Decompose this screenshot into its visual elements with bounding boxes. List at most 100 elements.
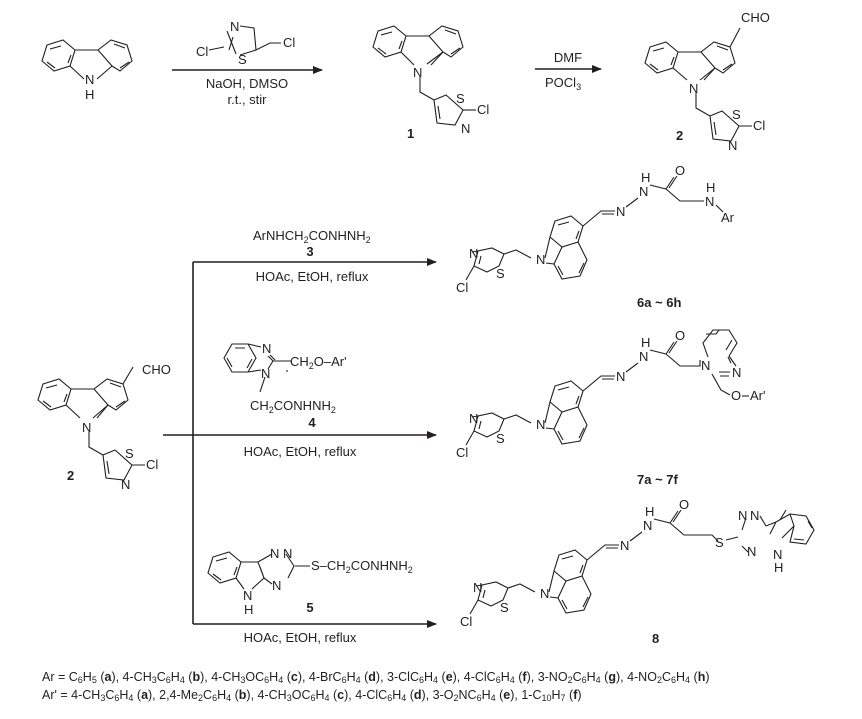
formula-part: H — [217, 688, 227, 702]
formula-sub: 4 — [128, 693, 134, 703]
formula-sub: 2 — [346, 565, 351, 575]
product-7-tail: N N O Ar' — [694, 329, 765, 403]
atom-o: O — [675, 163, 685, 178]
atom-n: N — [261, 366, 270, 381]
substituent-code: d — [368, 670, 376, 684]
atom-n: N — [469, 246, 478, 261]
substituent-code: h — [697, 670, 706, 684]
formula-sub: 6 — [387, 693, 393, 703]
formula-part: ArNHCH — [253, 228, 304, 243]
formula-sub: 4 — [355, 675, 361, 685]
atom-s: S — [715, 535, 724, 550]
formula-part: H — [500, 670, 510, 684]
formula-part: CONHNH — [309, 228, 366, 243]
step1-conditions-2: r.t., stir — [228, 92, 268, 107]
formula-part: 4-CH — [122, 670, 152, 684]
formula-sub: 4 — [490, 693, 496, 703]
legend-ar: Ar = C6H5 (a), 4-CH3C6H4 (b), 4-CH3OC6H4… — [42, 670, 710, 685]
formula-sub: 6 — [77, 675, 83, 685]
substituent-code: a — [104, 670, 112, 684]
reagent-5-structure: N N N N H — [207, 546, 310, 617]
formula-part: C — [68, 670, 78, 684]
compound-4-label: 4 — [308, 415, 316, 430]
substituent-code: c — [337, 688, 345, 702]
formula-part: CH — [290, 354, 309, 369]
atom-n: N — [738, 508, 747, 523]
formula-part: 4-CH — [71, 688, 101, 702]
branch-c-conditions: HOAc, EtOH, reflux — [244, 630, 357, 645]
formula-part: 3-ClC — [387, 670, 419, 684]
formula-sub: 7 — [560, 693, 566, 703]
atom-n: N — [121, 477, 130, 492]
formula-sub: 2 — [198, 693, 204, 703]
carbazole-structure: N H — [41, 39, 133, 102]
substituent-code: e — [503, 688, 511, 702]
aryl-prime-group: Ar' — [750, 388, 765, 403]
formula-part: 4-CH — [211, 670, 241, 684]
formula-sub: 6 — [165, 675, 171, 685]
legend-ar-prime-list: 4-CH3C6H4 (a), 2,4-Me2C6H4 (b), 4-CH3OC6… — [71, 688, 582, 703]
compound-2-structure: N CHO S N Cl — [644, 10, 770, 153]
substituent-code: b — [192, 670, 201, 684]
product-7-core — [455, 327, 695, 461]
legend-ar-label: Ar = — [42, 670, 69, 684]
reagent-3-formula: ArNHCH2CONHNH2 — [253, 228, 371, 245]
substituent-entry: 4-ClC6H4 (f), — [463, 670, 538, 685]
legend-ar-prime: Ar' = 4-CH3C6H4 (a), 2,4-Me2C6H4 (b), 4-… — [42, 688, 582, 703]
formula-part: OC — [245, 670, 265, 684]
product-8-core — [459, 496, 699, 630]
atom-n: N — [747, 544, 756, 559]
formula-part: H — [269, 670, 279, 684]
atom-n: N — [705, 194, 714, 209]
atom-n: N — [243, 588, 252, 603]
substituent-code: f — [573, 688, 578, 702]
step2-reagent-main: POCl — [545, 75, 576, 90]
formula-part: C — [572, 670, 582, 684]
formula-part: H — [424, 670, 434, 684]
atom-n: N — [85, 72, 94, 87]
step2-reagent-sub: 3 — [576, 82, 581, 92]
formula-sub: 6 — [495, 675, 501, 685]
aldehyde-group: CHO — [741, 10, 770, 25]
atom-s: S — [125, 446, 134, 461]
atom-n: N — [283, 546, 292, 561]
reagent-4-side-chain: CH2O–Ar' — [290, 354, 347, 371]
product-core: N N S Cl N N H O — [456, 163, 694, 295]
formula-sub: 4 — [595, 675, 601, 685]
atom-s: S — [238, 52, 247, 67]
formula-sub: 10 — [541, 693, 552, 703]
reagent-5-chain: S–CH2CONHNH2 — [311, 558, 413, 575]
formula-sub: 3 — [151, 675, 157, 685]
formula-part: H — [315, 688, 325, 702]
atom-h: H — [641, 170, 650, 185]
formula-part: H — [676, 670, 686, 684]
substituent-entry: 1-C10H7 (f) — [521, 688, 582, 703]
substituent-entry: 3-NO2C6H4 (g), — [537, 670, 628, 685]
compound-8-label: 8 — [652, 631, 659, 646]
substituent-entry: 4-CH3OC6H4 (c), — [211, 670, 309, 685]
product-6-tail: N H Ar — [694, 180, 735, 225]
formula-sub: 6 — [310, 693, 316, 703]
formula-part: H — [346, 670, 356, 684]
formula-part: 1-C — [521, 688, 542, 702]
reagent-4-structure: N N — [223, 341, 291, 393]
formula-part: C — [156, 670, 166, 684]
aryl-group: Ar — [721, 210, 735, 225]
compound-2-left-structure: N CHO S N Cl — [37, 362, 171, 492]
compound-1-structure: N S N Cl — [372, 25, 489, 136]
formula-part: 4-ClC — [463, 670, 496, 684]
compound-6-label: 6a ~ 6h — [637, 295, 682, 310]
atom-n: N — [773, 547, 782, 562]
compound-3-label: 3 — [306, 244, 313, 259]
atom-n: N — [616, 204, 625, 219]
legend-ar-prime-label: Ar' = — [42, 688, 72, 702]
formula-part: S–CH — [311, 558, 346, 573]
step2-conditions-top: DMF — [554, 50, 582, 65]
formula-part: 4-NO — [627, 670, 657, 684]
substituent-entry: 4-CH3C6H4 (b), — [122, 670, 212, 685]
aldehyde-group: CHO — [142, 362, 171, 377]
atom-o: O — [731, 388, 741, 403]
step1-conditions-1: NaOH, DMSO — [206, 76, 288, 91]
step1-reagent-thiazole: N S Cl Cl — [196, 19, 295, 67]
substituent-entry: 3-O2NC6H4 (e), — [432, 688, 522, 703]
